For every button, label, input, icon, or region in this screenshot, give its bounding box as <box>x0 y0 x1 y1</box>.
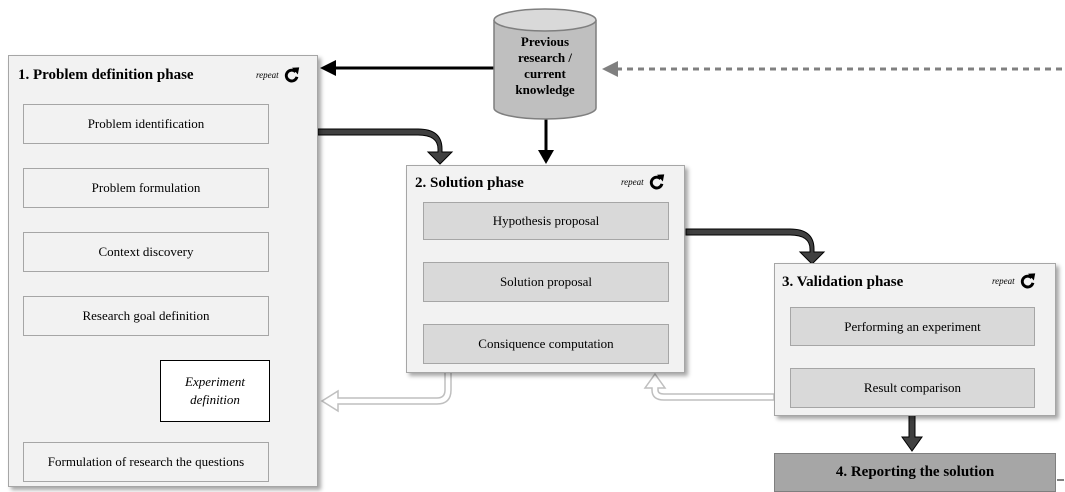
repeat-arrow-icon <box>284 67 299 83</box>
solution-to-problem-feedback-arrow <box>320 371 452 413</box>
step-research-goal-definition: Research goal definition <box>23 296 269 336</box>
knowledge-line-3: current <box>524 66 566 81</box>
reporting-phase: 4. Reporting the solution <box>774 453 1056 492</box>
knowledge-line-1: Previous <box>520 34 570 49</box>
dotted-input-arrowhead <box>602 61 618 77</box>
repeat-arrow-icon <box>649 174 664 190</box>
validation-to-reporting-arrow <box>901 413 923 452</box>
repeat-indicator: repeat <box>992 272 1037 290</box>
step-research-questions: Formulation of research the questions <box>23 442 269 482</box>
phase-title: 1. Problem definition phase <box>18 67 194 83</box>
problem-to-solution-arrow <box>317 128 454 165</box>
phase-title: 2. Solution phase <box>415 175 524 191</box>
step-hypothesis-proposal: Hypothesis proposal <box>423 202 669 240</box>
knowledge-label: Previous research / current knowledge <box>492 34 598 98</box>
experiment-line-1: Experiment <box>185 374 245 389</box>
database-cylinder-icon <box>493 8 597 120</box>
repeat-indicator: repeat <box>256 66 301 84</box>
step-consequence-computation: Consiquence computation <box>423 324 669 364</box>
repeat-arrow-icon <box>1020 273 1035 289</box>
phase-title: 3. Validation phase <box>782 274 904 290</box>
repeat-label: repeat <box>621 177 644 187</box>
step-problem-identification: Problem identification <box>23 104 269 144</box>
repeat-indicator: repeat <box>621 173 666 191</box>
validation-to-solution-feedback-arrow <box>643 372 775 401</box>
step-experiment-definition: Experiment definition <box>160 360 270 422</box>
knowledge-line-2: research / <box>517 50 573 65</box>
step-performing-experiment: Performing an experiment <box>790 307 1035 346</box>
step-context-discovery: Context discovery <box>23 232 269 272</box>
step-result-comparison: Result comparison <box>790 368 1035 408</box>
experiment-line-2: definition <box>190 392 240 407</box>
step-problem-formulation: Problem formulation <box>23 168 269 208</box>
solution-to-validation-arrow <box>685 228 826 265</box>
repeat-label: repeat <box>256 70 279 80</box>
knowledge-line-4: knowledge <box>515 82 575 97</box>
step-solution-proposal: Solution proposal <box>423 262 669 302</box>
repeat-label: repeat <box>992 276 1015 286</box>
knowledge-database: Previous research / current knowledge <box>492 8 598 122</box>
